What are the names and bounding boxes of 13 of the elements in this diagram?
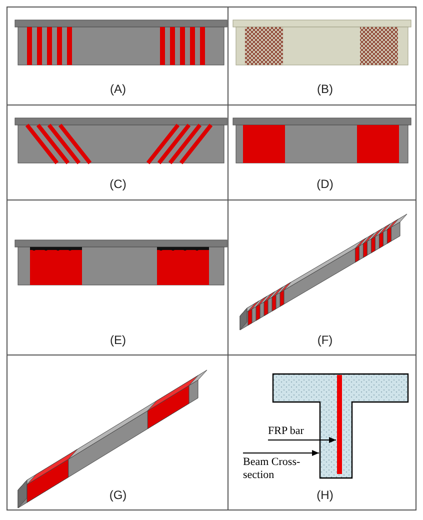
leader-arrow [242,450,320,456]
callout-text: Beam Cross-section [243,456,321,482]
leader-arrow [268,437,336,443]
panel-label: (D) [316,177,334,191]
panel-label: (F) [317,333,333,347]
panel-label: (E) [110,333,126,347]
panel-label: (A) [110,82,126,96]
panel-label: (C) [110,177,126,191]
panel-label: (H) [316,488,334,502]
panel-label: (B) [317,82,333,96]
frp-bar [337,375,342,474]
callout-text: FRP bar [268,425,338,438]
panel-label: (G) [109,488,127,502]
